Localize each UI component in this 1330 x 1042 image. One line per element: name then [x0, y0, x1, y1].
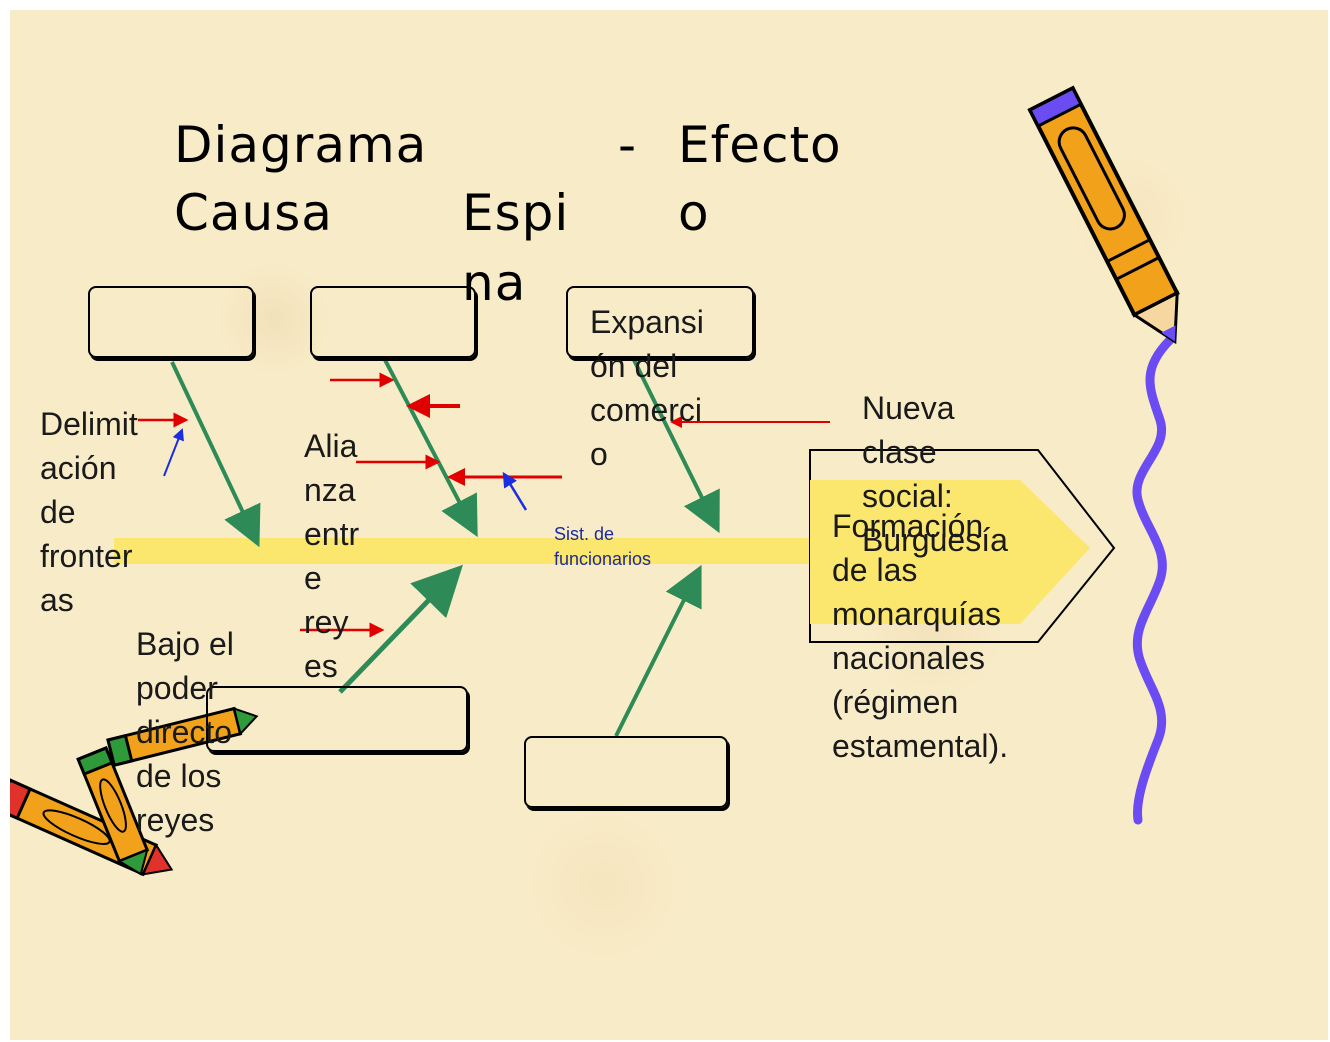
blue-arrow-1 [163, 428, 184, 477]
label-alianza-reyes: Alia nza entr e rey es [304, 428, 360, 684]
title-dash: - [618, 116, 638, 174]
cause-box-4 [206, 686, 468, 752]
bone-5 [614, 564, 702, 737]
label-bajo-el-poder: Bajo el poder directo de los reyes [136, 626, 234, 838]
cause-box-5 [524, 736, 728, 808]
slide: Diagrama Causa Espi na - Efecto o Delimi… [10, 10, 1328, 1040]
bone-4 [338, 564, 463, 694]
title-word-efecto: Efecto [678, 116, 842, 174]
label-expansion-comercio: Expansi ón del comerci o [590, 304, 704, 472]
pencil-icon [1027, 85, 1180, 345]
label-sist-funcionarios: Sist. de funcionarios [554, 524, 652, 569]
effect-text: Formación de las monarquías nacionales (… [832, 508, 1009, 764]
title-word-diagrama: Diagrama [174, 116, 428, 174]
bone-1 [170, 361, 261, 548]
cause-box-3 [566, 286, 754, 358]
bone-3 [632, 359, 720, 534]
spine [114, 538, 814, 564]
title-word-o: o [678, 184, 710, 242]
cause-box-1 [88, 286, 254, 358]
label-nueva-clase-social: Nueva clase social: Burguesía [862, 390, 1008, 558]
title-word-na: na [462, 254, 527, 312]
effect-head-fill [810, 480, 1090, 624]
cause-box-2 [310, 286, 476, 358]
title-word-causa: Causa [174, 184, 333, 242]
title-word-espi: Espi [462, 184, 570, 242]
label-delimitacion-fronteras: Delimit ación de fronter as [40, 406, 138, 618]
bone-2 [382, 357, 478, 538]
squiggle-line [1132, 335, 1175, 825]
blue-arrow-2 [502, 471, 528, 511]
